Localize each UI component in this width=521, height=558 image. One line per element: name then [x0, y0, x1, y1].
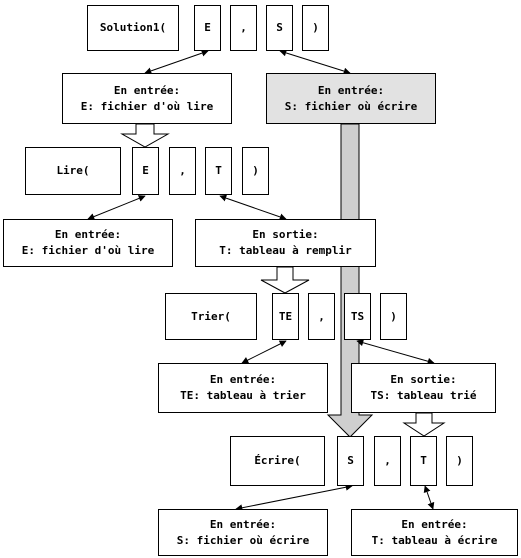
note-trier-te: En entrée: TE: tableau à trier — [158, 363, 328, 413]
pointer-sol-e — [144, 49, 209, 75]
trier-comma: , — [308, 293, 335, 340]
trier-close-paren: ) — [380, 293, 407, 340]
ecrire-arg-s: S — [337, 436, 364, 486]
flow-arrow-s — [326, 123, 374, 438]
lire-arg-t: T — [205, 147, 232, 195]
solution1-comma: , — [230, 5, 257, 51]
solution1-function-box: Solution1( — [87, 5, 179, 51]
pointer-lire-t — [219, 194, 287, 221]
note-lire-t: En sortie: T: tableau à remplir — [195, 219, 376, 267]
pointer-sol-s — [279, 49, 351, 75]
lire-function-box: Lire( — [25, 147, 121, 195]
pointer-lire-e — [87, 195, 146, 220]
flow-arrow-t-to-trier — [260, 266, 310, 294]
lire-comma: , — [169, 147, 196, 195]
note-lire-e: En entrée: E: fichier d'où lire — [3, 219, 173, 267]
note-ecrire-t: En entrée: T: tableau à écrire — [351, 509, 518, 556]
solution1-arg-s: S — [266, 5, 293, 51]
ecrire-function-box: Écrire( — [230, 436, 325, 486]
lire-close-paren: ) — [242, 147, 269, 195]
pointer-trier-te — [241, 340, 287, 364]
trier-arg-te: TE — [272, 293, 299, 340]
ecrire-close-paren: ) — [446, 436, 473, 486]
note-trier-ts: En sortie: TS: tableau trié — [351, 363, 496, 413]
note-solution1-s: En entrée: S: fichier où écrire — [266, 73, 436, 124]
solution1-close-paren: ) — [302, 5, 329, 51]
ecrire-comma: , — [374, 436, 401, 486]
pointer-ecrire-s — [235, 483, 353, 512]
pointer-ecrire-t — [423, 485, 435, 510]
lire-arg-e: E — [132, 147, 159, 195]
pointer-trier-ts — [356, 339, 435, 365]
trier-function-box: Trier( — [165, 293, 257, 340]
flow-arrow-ts-to-ecrire — [402, 412, 446, 437]
ecrire-arg-t: T — [410, 436, 437, 486]
trier-arg-ts: TS — [344, 293, 371, 340]
note-ecrire-s: En entrée: S: fichier où écrire — [158, 509, 328, 556]
solution1-arg-e: E — [194, 5, 221, 51]
flow-arrow-e-to-lire — [120, 123, 170, 148]
note-solution1-e: En entrée: E: fichier d'où lire — [62, 73, 232, 124]
